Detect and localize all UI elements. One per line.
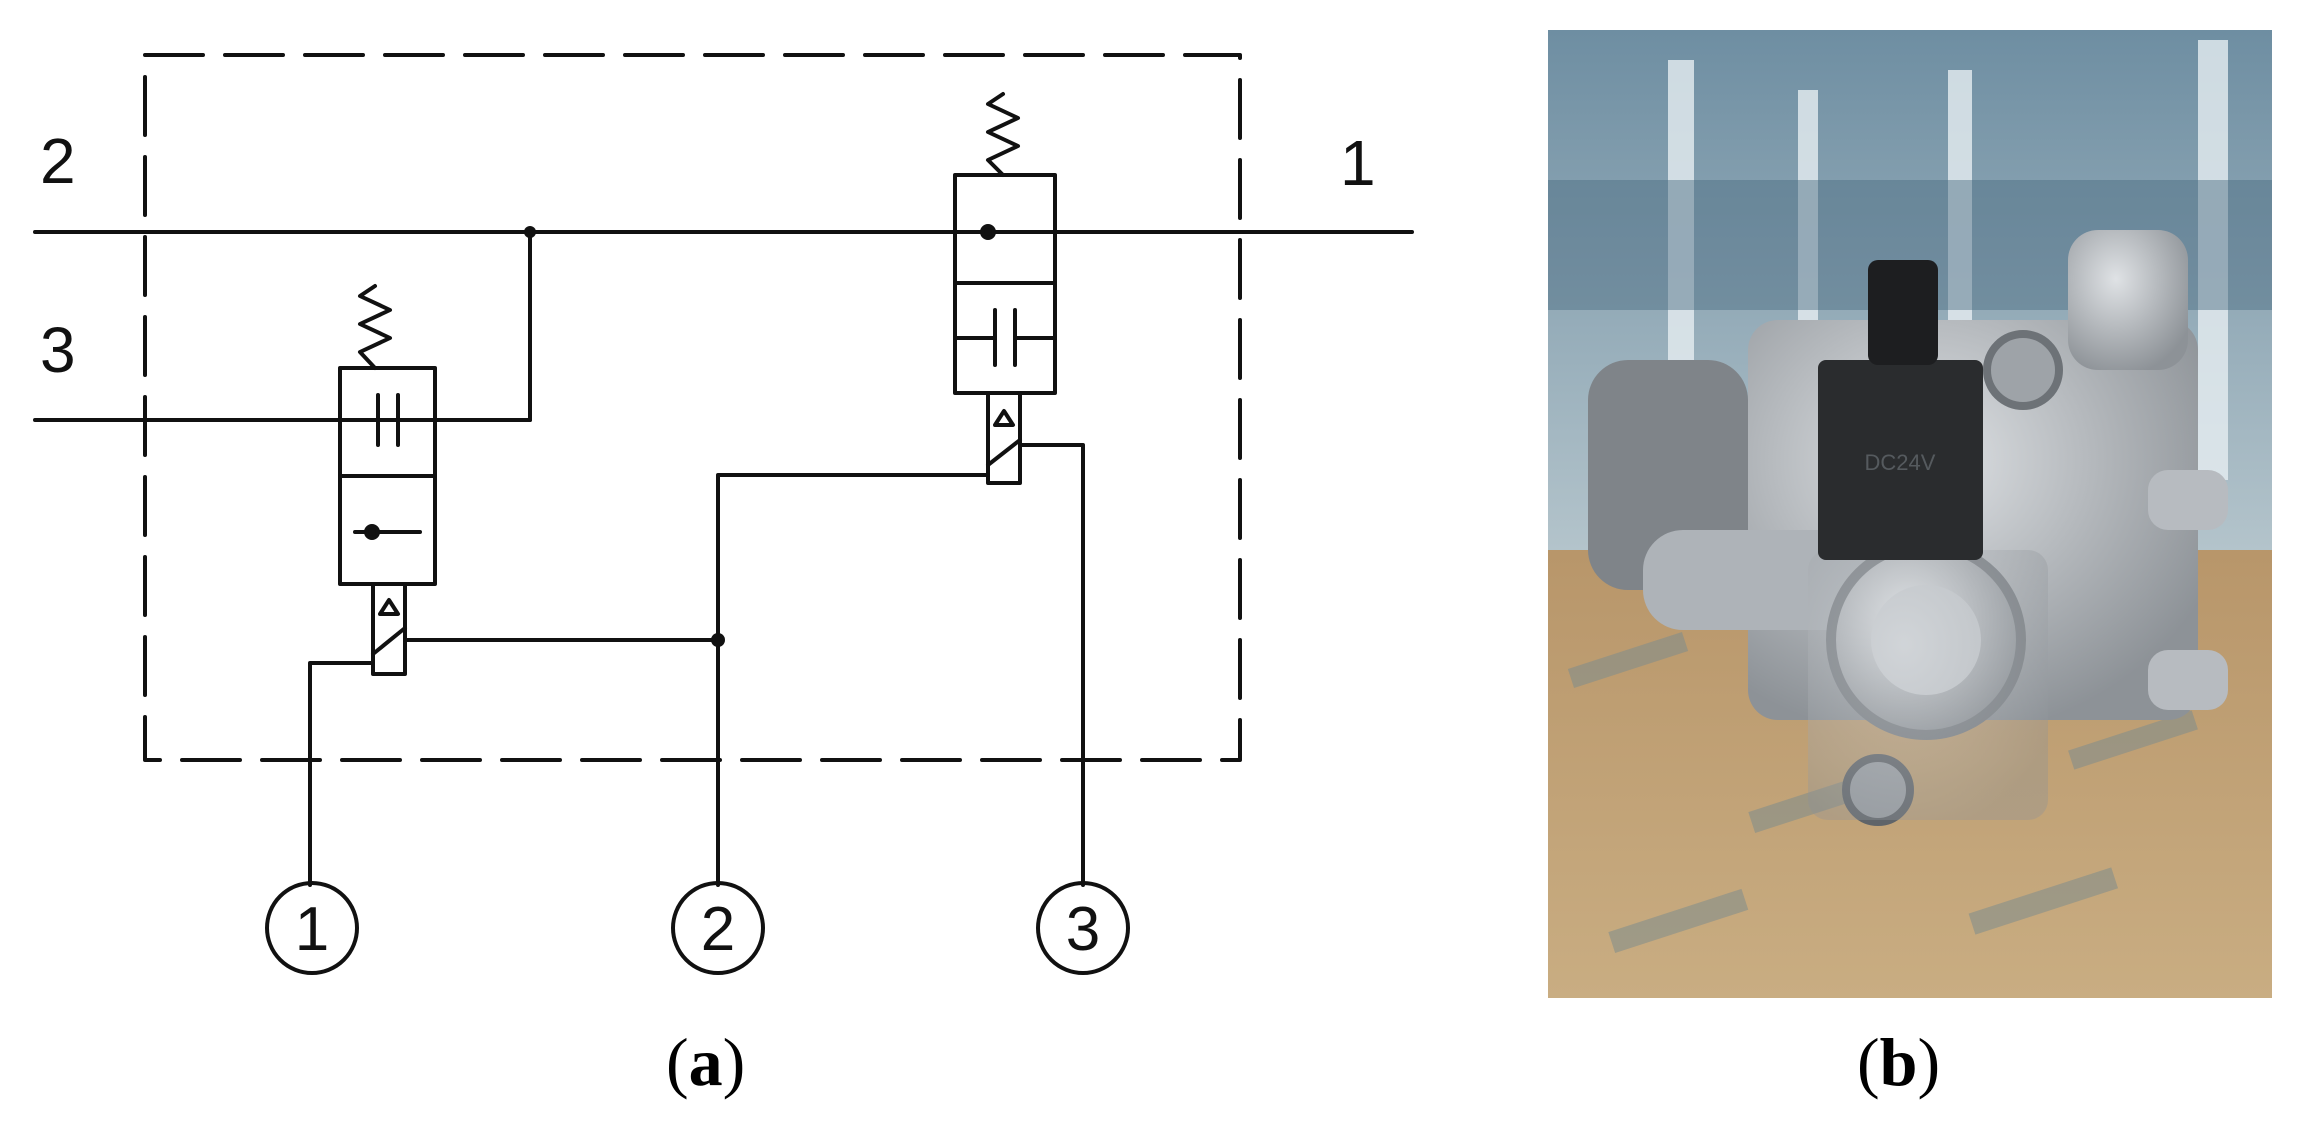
valve-housing-boundary: [143, 53, 1242, 762]
solenoid-valve-right: [953, 92, 1057, 485]
caption-a-open: (: [666, 1024, 689, 1100]
port-label-3: 3: [40, 314, 76, 386]
solenoid-valve-left: [338, 284, 437, 676]
coil-marking: DC24V: [1865, 450, 1936, 475]
caption-a: (a): [666, 1028, 745, 1096]
port-label-2: 2: [40, 125, 76, 197]
line-control-2: [716, 473, 990, 887]
port-circle-1: [265, 881, 359, 975]
line-control-3: [1018, 443, 1085, 887]
port-circle-3: [1036, 881, 1130, 975]
caption-a-letter: a: [688, 1024, 723, 1100]
solenoid-coil: DC24V: [1818, 260, 1983, 560]
circle-label-1: 1: [295, 895, 329, 964]
circle-label-3: 3: [1066, 895, 1100, 964]
circle-label-2: 2: [701, 895, 735, 964]
caption-b: (b): [1857, 1028, 1940, 1096]
port-label-1: 1: [1340, 127, 1376, 199]
caption-b-close: ): [1917, 1024, 1941, 1100]
port-circle-2: [671, 881, 765, 975]
caption-b-open: (: [1857, 1024, 1880, 1100]
line-control-1: [308, 661, 375, 887]
caption-b-letter: b: [1879, 1024, 1918, 1100]
caption-a-close: ): [722, 1024, 746, 1100]
valve-photo: DC24V: [1548, 30, 2272, 998]
spring-right: [986, 92, 1020, 177]
spring-left: [358, 284, 392, 370]
valve-schematic: 2 3 1 1 2 3: [33, 53, 1414, 975]
